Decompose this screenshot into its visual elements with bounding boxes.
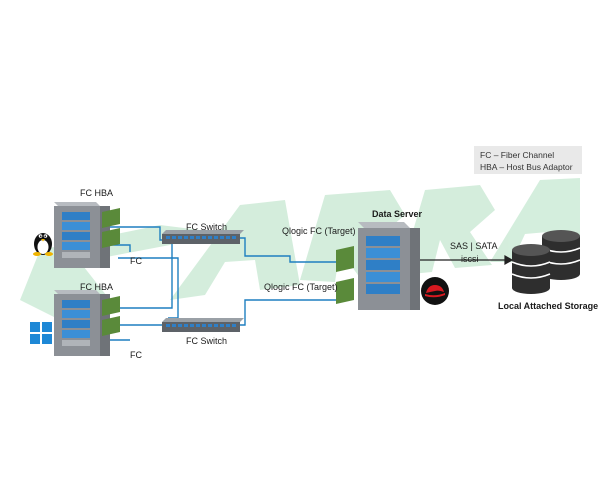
fc-switch-bottom [162,318,244,332]
qlogic-label-top: Qlogic FC (Target) [282,226,356,236]
fc-switch-label-bottom: FC Switch [186,336,228,346]
linux-host-server [54,202,120,268]
windows-host-server [54,290,120,356]
fc-hba-label-top: FC HBA [80,188,114,198]
windows-icon [30,322,52,344]
fc-switch-label-top: FC Switch [186,222,228,232]
fc-switch-top [162,230,244,244]
legend-fc: FC – Fiber Channel [480,150,555,160]
link-bottom-to-top-switch [118,242,173,309]
iscsi-label: iscsi [461,254,479,264]
redhat-icon [421,277,449,305]
tux-icon [33,233,53,256]
data-server [336,222,420,310]
link-switch-bottom-to-server [240,292,341,326]
fc-hba-label-bottom: FC HBA [80,282,114,292]
legend-box: FC – Fiber Channel HBA – Host Bus Adapto… [474,146,582,174]
sas-sata-label: SAS | SATA [450,241,498,251]
link-top-hba-lower [110,244,131,252]
qlogic-label-bottom: Qlogic FC (Target) [264,282,338,292]
link-switch-top-to-server [240,237,340,263]
local-storage-label: Local Attached Storage [498,301,599,311]
data-server-label: Data Server [372,209,423,219]
legend-hba: HBA – Host Bus Adaptor [480,162,573,172]
database-icon [511,230,581,294]
fc-label-top: FC [130,256,142,266]
fc-label-bottom: FC [130,350,142,360]
